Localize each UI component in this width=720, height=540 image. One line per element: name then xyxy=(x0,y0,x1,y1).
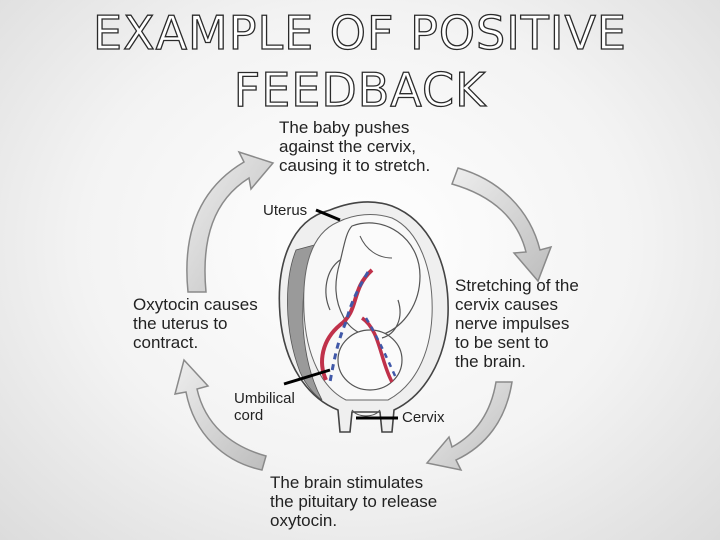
cycle-arrow-icon xyxy=(173,358,267,471)
fetus-in-uterus-illustration xyxy=(278,201,449,433)
cycle-arrow-icon xyxy=(186,150,275,293)
bottom-step-text: The brain stimulates the pituitary to re… xyxy=(270,473,438,530)
slide-title-line1: EXAMPLE OF POSITIVE xyxy=(92,6,627,60)
top-step-text: The baby pushes against the cervix, caus… xyxy=(279,118,431,175)
slide-title-line2: FEEDBACK xyxy=(233,63,487,117)
umbilical-leader-line xyxy=(283,368,331,386)
left-step-text: Oxytocin causes the uterus to contract. xyxy=(133,295,258,352)
cervix-label: Cervix xyxy=(402,409,445,426)
cycle-arrow-icon xyxy=(451,167,553,283)
right-step-text: Stretching of the cervix causes nerve im… xyxy=(455,276,579,371)
uterus-leader-line xyxy=(315,208,341,222)
uterus-label: Uterus xyxy=(263,202,308,219)
umbilical-cord-label: Umbilical cord xyxy=(234,390,295,424)
cycle-arrow-icon xyxy=(425,381,513,472)
